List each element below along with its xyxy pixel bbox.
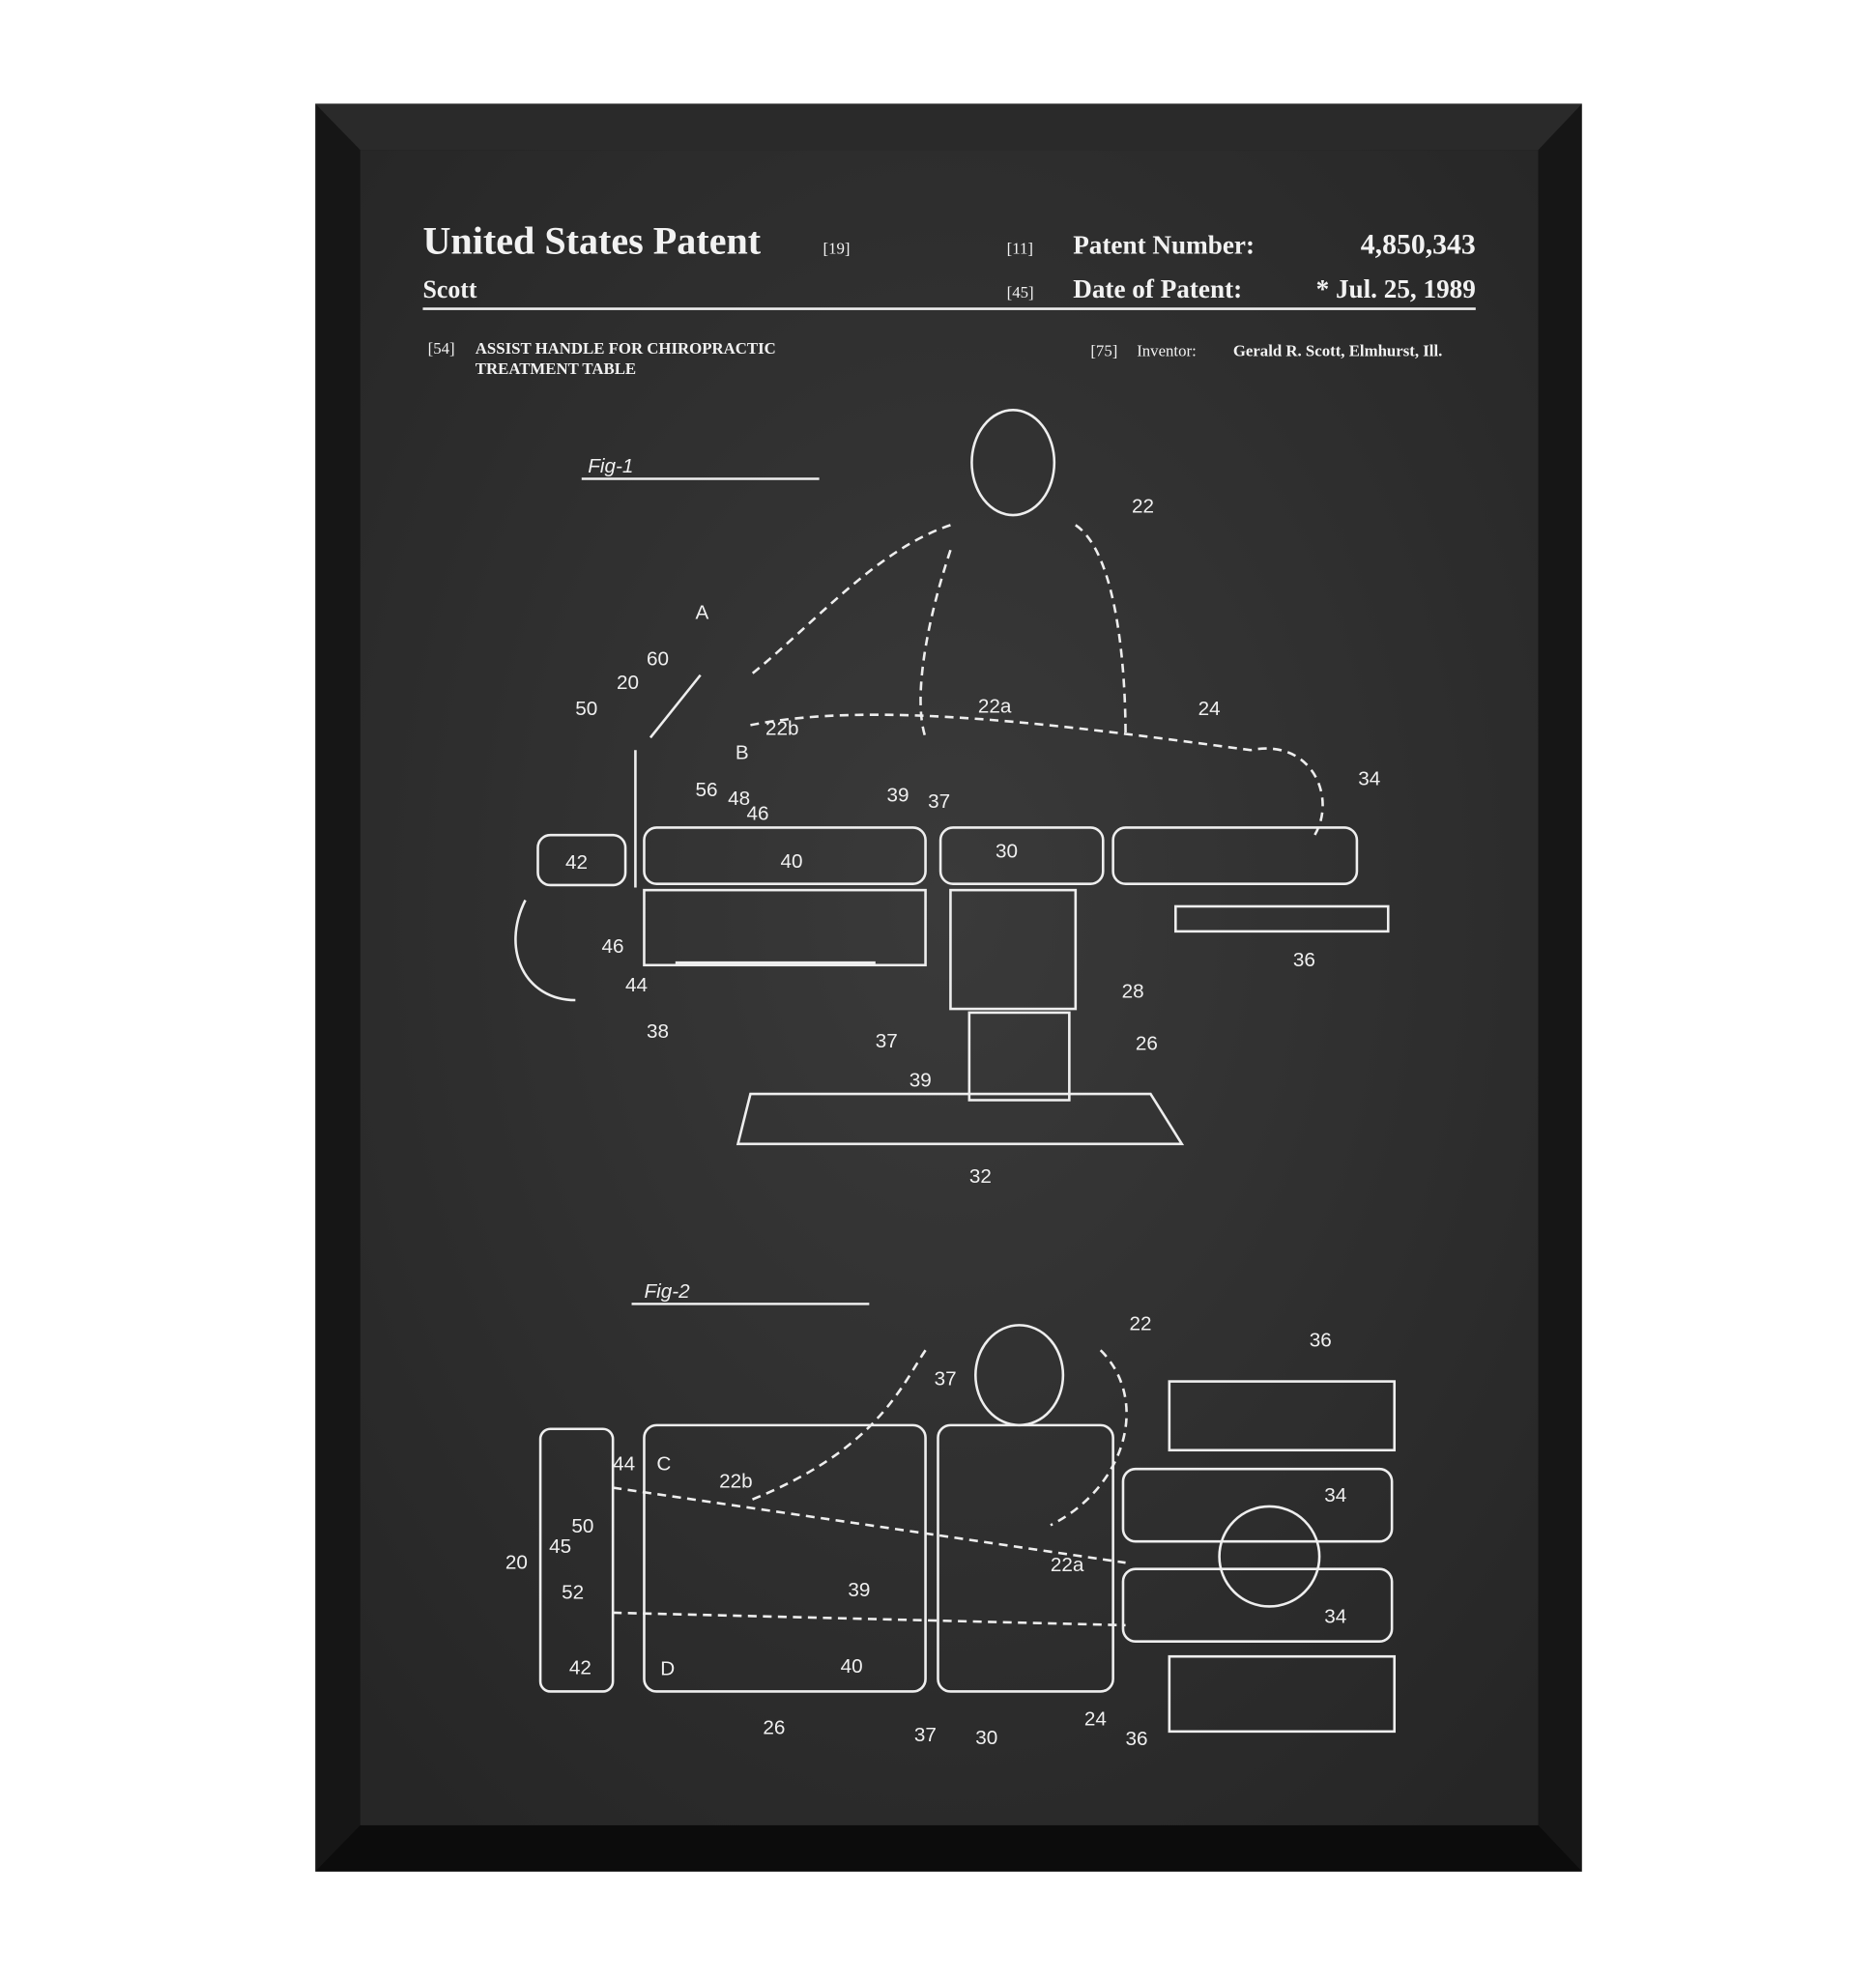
- reference-label: 26: [1136, 1033, 1158, 1055]
- reference-label: 20: [617, 672, 639, 694]
- figure-1-labels: 22 A 60 20 50 22b B 22a 24 56 48 46 39 3…: [565, 495, 1380, 1187]
- reference-label: 48: [728, 788, 750, 810]
- code: [19]: [823, 240, 850, 258]
- reference-label: 36: [1293, 949, 1315, 971]
- reference-label: 36: [1126, 1728, 1148, 1750]
- inventor-surname: Scott: [422, 275, 476, 303]
- patent-header: United States Patent [19] Scott [11] Pat…: [422, 219, 1476, 378]
- figure-2-drawing: Fig-2: [538, 1280, 1397, 1734]
- date-label: Date of Patent:: [1073, 274, 1242, 303]
- reference-label: 50: [571, 1515, 593, 1537]
- invention-title: ASSIST HANDLE FOR CHIROPRACTIC: [476, 339, 776, 358]
- reference-label: 22b: [765, 718, 799, 740]
- reference-label: 30: [975, 1727, 997, 1749]
- reference-label: 34: [1324, 1484, 1346, 1506]
- reference-label: 26: [763, 1716, 785, 1738]
- inventor: Gerald R. Scott, Elmhurst, Ill.: [1233, 342, 1443, 360]
- reference-label: 22b: [719, 1471, 753, 1493]
- reference-label: 39: [909, 1069, 932, 1091]
- reference-label: 24: [1084, 1707, 1107, 1730]
- figure-2-labels: 22 36 37 44 C 22b 34 50 45 20 22a 52 39 …: [505, 1313, 1346, 1751]
- reference-label: 40: [841, 1655, 863, 1678]
- reference-label: 56: [696, 779, 718, 801]
- reference-label: 44: [625, 974, 648, 996]
- reference-label: 52: [562, 1582, 584, 1604]
- reference-label: 46: [747, 803, 769, 825]
- reference-label: 34: [1324, 1605, 1346, 1627]
- figure-caption: Fig-2: [644, 1280, 690, 1303]
- reference-label: 60: [647, 647, 669, 670]
- reference-label: 22a: [1051, 1554, 1084, 1576]
- code: [11]: [1007, 240, 1033, 258]
- reference-label: 30: [996, 841, 1018, 863]
- reference-label: 24: [1198, 698, 1221, 720]
- code: [45]: [1007, 283, 1034, 301]
- reference-label: 50: [575, 698, 597, 720]
- reference-label: 37: [876, 1030, 898, 1052]
- code: [75]: [1090, 342, 1117, 360]
- reference-label: 37: [914, 1724, 937, 1746]
- reference-label: 40: [780, 850, 802, 873]
- reference-label: 36: [1310, 1329, 1332, 1351]
- reference-label: C: [656, 1452, 671, 1475]
- patent-number-label: Patent Number:: [1073, 231, 1255, 260]
- reference-label: 38: [647, 1020, 669, 1043]
- code: [54]: [428, 339, 455, 358]
- reference-label: D: [660, 1658, 675, 1680]
- reference-label: 45: [549, 1535, 571, 1558]
- reference-label: 37: [935, 1367, 957, 1390]
- inventor-label: Inventor:: [1137, 342, 1197, 360]
- reference-label: 39: [886, 784, 909, 806]
- reference-label: 37: [928, 790, 950, 813]
- reference-label: 22a: [978, 695, 1012, 717]
- patent-number: 4,850,343: [1361, 229, 1476, 261]
- reference-label: 39: [848, 1579, 870, 1601]
- reference-label: B: [736, 741, 749, 763]
- figure-1-drawing: Fig-1: [514, 409, 1390, 1146]
- reference-label: 42: [569, 1656, 592, 1678]
- reference-label: 32: [969, 1165, 992, 1188]
- reference-label: 46: [601, 935, 623, 958]
- reference-label: 20: [505, 1552, 528, 1574]
- patent-date: * Jul. 25, 1989: [1316, 274, 1476, 303]
- reference-label: 44: [613, 1452, 635, 1475]
- reference-label: A: [696, 601, 709, 623]
- reference-label: 42: [565, 851, 588, 874]
- reference-label: 22: [1129, 1313, 1151, 1335]
- invention-title: TREATMENT TABLE: [476, 359, 636, 378]
- figure-caption: Fig-1: [588, 455, 633, 477]
- reference-label: 28: [1122, 980, 1144, 1002]
- patent-title: United States Patent: [422, 219, 761, 263]
- reference-label: 22: [1132, 495, 1154, 517]
- reference-label: 34: [1358, 767, 1380, 789]
